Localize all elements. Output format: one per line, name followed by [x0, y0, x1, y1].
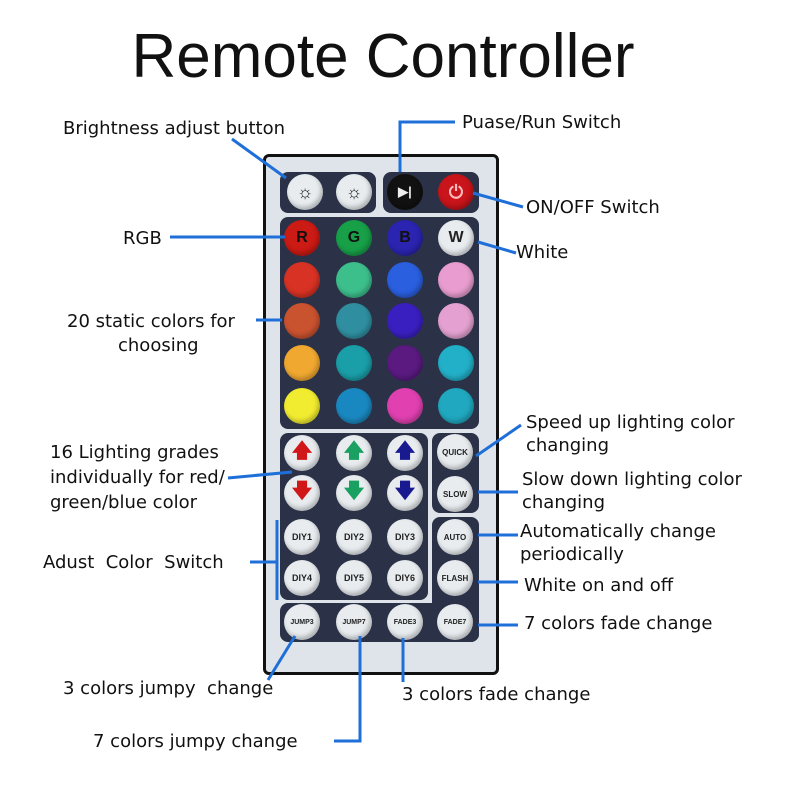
static-color-button[interactable] — [336, 388, 372, 424]
diy5-button[interactable]: DIY5 — [336, 560, 372, 596]
diy6-button[interactable]: DIY6 — [387, 560, 423, 596]
static-color-button[interactable] — [387, 345, 423, 381]
flash-button[interactable]: FLASH — [437, 560, 473, 596]
diy2-button[interactable]: DIY2 — [336, 519, 372, 555]
callout-line-quick — [475, 423, 522, 458]
label-grades-3: green/blue color — [50, 492, 198, 513]
static-color-button[interactable] — [387, 303, 423, 339]
play-pause-icon: ▶| — [398, 184, 412, 199]
callout-line-white — [477, 240, 517, 255]
blue-up-button[interactable]: 🡅 — [387, 435, 423, 471]
static-color-button[interactable] — [438, 303, 474, 339]
callout-line-brightness — [231, 137, 287, 180]
label-rgb: RGB — [123, 228, 162, 249]
green-button[interactable]: G — [336, 220, 372, 256]
label-static-1: 20 static colors for — [67, 311, 235, 332]
callout-line-jump7 — [334, 636, 362, 743]
label-jump7: 7 colors jumpy change — [93, 731, 298, 752]
label-grades-2: individually for red/ — [50, 467, 225, 488]
static-color-button[interactable] — [284, 303, 320, 339]
green-down-button[interactable]: 🡇 — [336, 475, 372, 511]
label-jump3: 3 colors jumpy change — [63, 678, 274, 699]
static-color-button[interactable] — [438, 388, 474, 424]
diy3-button[interactable]: DIY3 — [387, 519, 423, 555]
page-title: Remote Controller — [131, 22, 635, 91]
power-icon: ⏻ — [448, 181, 464, 202]
callout-line-pause — [398, 120, 455, 172]
static-color-button[interactable] — [284, 388, 320, 424]
callout-line-onoff — [472, 191, 524, 209]
arrow-up-icon: 🡅 — [291, 440, 313, 462]
red-down-button[interactable]: 🡇 — [284, 475, 320, 511]
white-button[interactable]: W — [438, 220, 474, 256]
label-slow-down-1: Slow down lighting color — [522, 469, 742, 490]
slow-button[interactable]: SLOW — [437, 476, 473, 512]
jump7-button[interactable]: JUMP7 — [336, 604, 372, 640]
diy1-button[interactable]: DIY1 — [284, 519, 320, 555]
callout-line-grades — [227, 470, 293, 480]
label-speed-up-2: changing — [526, 435, 610, 456]
label-static-2: choosing — [118, 335, 199, 356]
red-button[interactable]: R — [284, 220, 320, 256]
label-on-off: ON/OFF Switch — [526, 197, 660, 218]
diy4-button[interactable]: DIY4 — [284, 560, 320, 596]
brightness-down-button[interactable]: ☼ — [336, 174, 372, 210]
label-slow-down-2: changing — [522, 492, 606, 513]
static-color-button[interactable] — [387, 262, 423, 298]
label-fade7: 7 colors fade change — [524, 613, 713, 634]
label-speed-up-1: Speed up lighting color — [526, 412, 735, 433]
sun-icon: ☼ — [345, 181, 363, 202]
arrow-up-icon: 🡅 — [343, 440, 365, 462]
blue-down-button[interactable]: 🡇 — [387, 475, 423, 511]
label-brightness: Brightness adjust button — [63, 118, 285, 139]
callout-line-jump3 — [266, 635, 297, 681]
fade7-button[interactable]: FADE7 — [437, 604, 473, 640]
quick-button[interactable]: QUICK — [437, 434, 473, 470]
static-color-button[interactable] — [387, 388, 423, 424]
label-auto-1: Automatically change — [520, 521, 716, 542]
static-color-button[interactable] — [284, 345, 320, 381]
static-color-button[interactable] — [438, 345, 474, 381]
sun-icon: ☼ — [296, 181, 314, 202]
static-color-button[interactable] — [336, 303, 372, 339]
red-up-button[interactable]: 🡅 — [284, 435, 320, 471]
label-auto-2: periodically — [520, 544, 624, 565]
label-adjust: Adust Color Switch — [43, 552, 224, 573]
label-grades-1: 16 Lighting grades — [50, 442, 219, 463]
static-color-button[interactable] — [336, 345, 372, 381]
pause-run-button[interactable]: ▶| — [387, 174, 423, 210]
label-fade3: 3 colors fade change — [402, 684, 591, 705]
auto-button[interactable]: AUTO — [437, 519, 473, 555]
arrow-up-icon: 🡅 — [394, 440, 416, 462]
fade3-button[interactable]: FADE3 — [387, 604, 423, 640]
arrow-down-icon: 🡇 — [394, 480, 416, 502]
label-pause-run: Puase/Run Switch — [462, 112, 622, 133]
green-up-button[interactable]: 🡅 — [336, 435, 372, 471]
brightness-up-button[interactable]: ☼ — [287, 174, 323, 210]
jump3-button[interactable]: JUMP3 — [284, 604, 320, 640]
power-button[interactable]: ⏻ — [438, 174, 474, 210]
arrow-down-icon: 🡇 — [343, 480, 365, 502]
blue-button[interactable]: B — [387, 220, 423, 256]
static-color-button[interactable] — [284, 262, 320, 298]
static-color-button[interactable] — [336, 262, 372, 298]
label-flash: White on and off — [524, 575, 674, 596]
static-color-button[interactable] — [438, 262, 474, 298]
arrow-down-icon: 🡇 — [291, 480, 313, 502]
label-white: White — [516, 242, 569, 263]
